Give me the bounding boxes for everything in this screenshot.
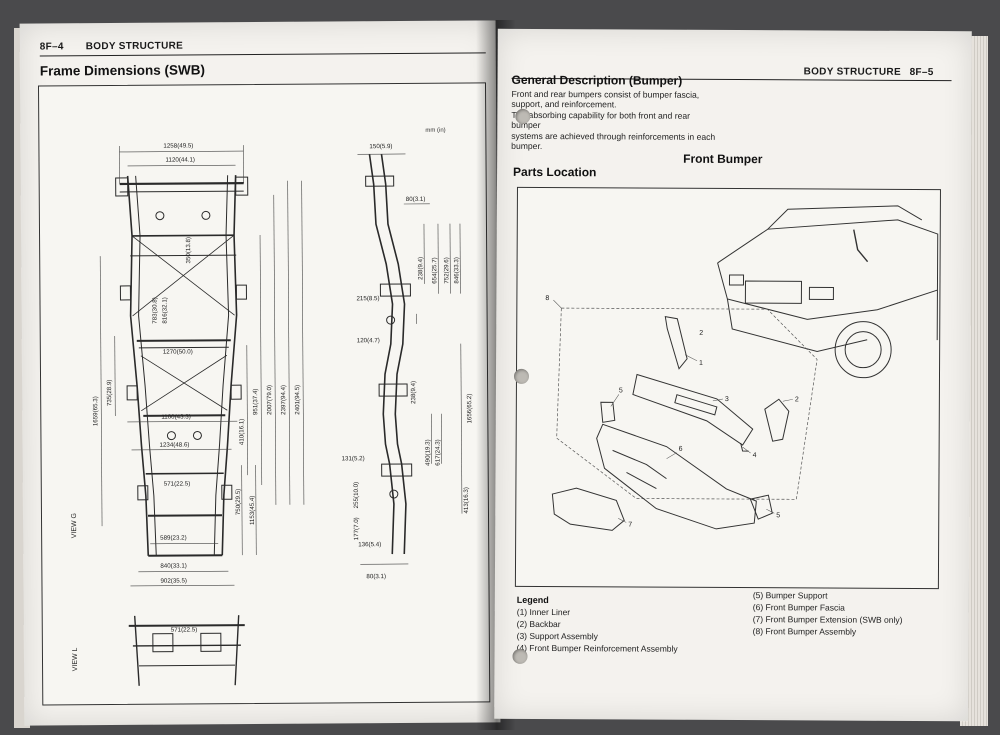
dim-label: 783(30.8) xyxy=(151,297,158,324)
frame-diagram-box: mm (in) xyxy=(37,82,491,706)
legend-item: (1) Inner Liner xyxy=(516,606,571,618)
dim-label: 1100(43.3) xyxy=(161,413,191,420)
unit-label: mm (in) xyxy=(425,128,445,134)
left-page: 8F–4 BODY STRUCTURE Frame Dimensions (SW… xyxy=(19,20,501,726)
frame-top-view xyxy=(115,175,249,557)
view-l-label: VIEW L xyxy=(72,647,79,671)
dim-label: 951(37.4) xyxy=(252,389,259,416)
dim-label: 2397(94.4) xyxy=(280,385,287,415)
dim-label: 589(23.2) xyxy=(160,535,187,542)
callout-number: 6 xyxy=(679,446,683,453)
bumper-description: Front and rear bumpers consist of bumper… xyxy=(511,89,721,153)
page-number-right: 8F–5 xyxy=(909,66,934,79)
callout-number: 4 xyxy=(753,452,757,459)
dim-label: 1270(50.0) xyxy=(163,348,193,355)
callout-number: 2 xyxy=(699,330,703,337)
dim-label: 80(3.1) xyxy=(366,573,386,580)
dim-label: 215(8.5) xyxy=(356,295,379,302)
side-view-dimension-lines xyxy=(357,153,463,565)
dim-label: 1659(65.3) xyxy=(92,396,99,426)
dim-label: 617(24.3) xyxy=(434,439,441,466)
legend-item: (4) Front Bumper Reinforcement Assembly xyxy=(516,642,678,654)
assembly-outline xyxy=(556,307,818,500)
dim-label: 840(33.1) xyxy=(160,563,187,570)
dim-label: 350(13.8) xyxy=(185,237,192,264)
dim-label: 1120(44.1) xyxy=(165,156,195,163)
binder-hole xyxy=(512,648,528,664)
legend-item: (5) Bumper Support xyxy=(752,590,828,601)
dim-label: 571(22.5) xyxy=(164,480,191,487)
dim-label: 2007(79.0) xyxy=(266,385,273,415)
legend-item: (3) Support Assembly xyxy=(516,630,598,642)
section-header-left: BODY STRUCTURE xyxy=(85,40,184,53)
frame-rear-view xyxy=(128,615,245,686)
dim-label: 136(5.4) xyxy=(358,541,381,548)
view-g-label: VIEW G xyxy=(71,513,78,538)
dim-label: 490(19.3) xyxy=(424,439,431,466)
bumper-parts-diagram-box: 1 2 2 3 4 5 5 6 7 8 xyxy=(514,186,941,590)
frame-side-view xyxy=(365,154,413,555)
dim-label: 238(9.4) xyxy=(417,257,424,280)
frame-dimension-diagram: mm (in) xyxy=(71,128,473,686)
dim-label: 413(16.3) xyxy=(463,487,470,514)
dim-label: 846(33.3) xyxy=(453,257,460,284)
callout-number: 5 xyxy=(776,512,780,519)
dim-label: 80(3.1) xyxy=(406,196,426,203)
frame-dimensions-title: Frame Dimensions (SWB) xyxy=(39,62,205,79)
binder-hole xyxy=(515,108,531,124)
dim-label: 1656(65.2) xyxy=(466,394,473,424)
dim-label: 735(28.9) xyxy=(106,380,113,407)
callout-leaders xyxy=(553,299,793,523)
vehicle-front-sketch xyxy=(717,205,939,379)
callout-number: 8 xyxy=(545,295,549,302)
description-line: systems are achieved through reinforceme… xyxy=(511,130,716,142)
legend-item: (2) Backbar xyxy=(516,618,561,630)
callout-number: 5 xyxy=(619,387,623,394)
callout-number: 3 xyxy=(725,396,729,403)
dim-label: 238(9.4) xyxy=(410,381,417,404)
description-line: The absorbing capability for both front … xyxy=(511,109,691,131)
dim-label: 1258(49.5) xyxy=(163,142,193,149)
right-page: BODY STRUCTURE 8F–5 General Description … xyxy=(494,28,972,722)
top-view-dimension-lines xyxy=(99,145,305,587)
dim-label: 816(32.1) xyxy=(161,297,168,324)
dim-label: 255(10.0) xyxy=(353,482,360,509)
callout-number: 1 xyxy=(699,360,703,367)
front-bumper-title: Front Bumper xyxy=(683,151,763,167)
dim-label: 1234(48.6) xyxy=(159,441,189,448)
legend-item: (8) Front Bumper Assembly xyxy=(752,626,857,637)
dim-label: 410(16.1) xyxy=(238,419,245,446)
dim-label: 902(35.5) xyxy=(160,578,187,585)
dim-label: 2401(94.5) xyxy=(294,385,301,415)
dim-label: 150(5.9) xyxy=(369,143,392,150)
page-number-left: 8F–4 xyxy=(39,41,64,53)
legend-item: (6) Front Bumper Fascia xyxy=(752,602,845,613)
general-description-title: General Description (Bumper) xyxy=(511,72,683,88)
legend-title: Legend xyxy=(516,594,549,606)
bumper-exploded-diagram: 1 2 2 3 4 5 5 6 7 8 xyxy=(545,205,939,531)
callout-number: 7 xyxy=(628,521,632,528)
description-line: bumper. xyxy=(511,140,543,152)
dim-label: 177(7.0) xyxy=(353,517,360,540)
dim-label: 1153(45.4) xyxy=(249,496,256,526)
dim-label: 654(25.7) xyxy=(431,257,438,284)
dim-label: 571(22.5) xyxy=(171,626,198,633)
binder-hole xyxy=(513,368,530,384)
dim-label: 120(4.7) xyxy=(357,337,380,344)
callout-number: 2 xyxy=(795,396,799,403)
legend-item: (7) Front Bumper Extension (SWB only) xyxy=(752,614,903,625)
header-rule-left xyxy=(39,52,486,57)
dim-label: 131(5.2) xyxy=(342,455,365,462)
section-header-right: BODY STRUCTURE xyxy=(803,66,901,78)
dim-label: 752(29.6) xyxy=(443,257,450,284)
bumper-parts xyxy=(551,316,790,531)
dim-label: 750(29.5) xyxy=(235,489,242,516)
parts-location-title: Parts Location xyxy=(513,164,597,180)
